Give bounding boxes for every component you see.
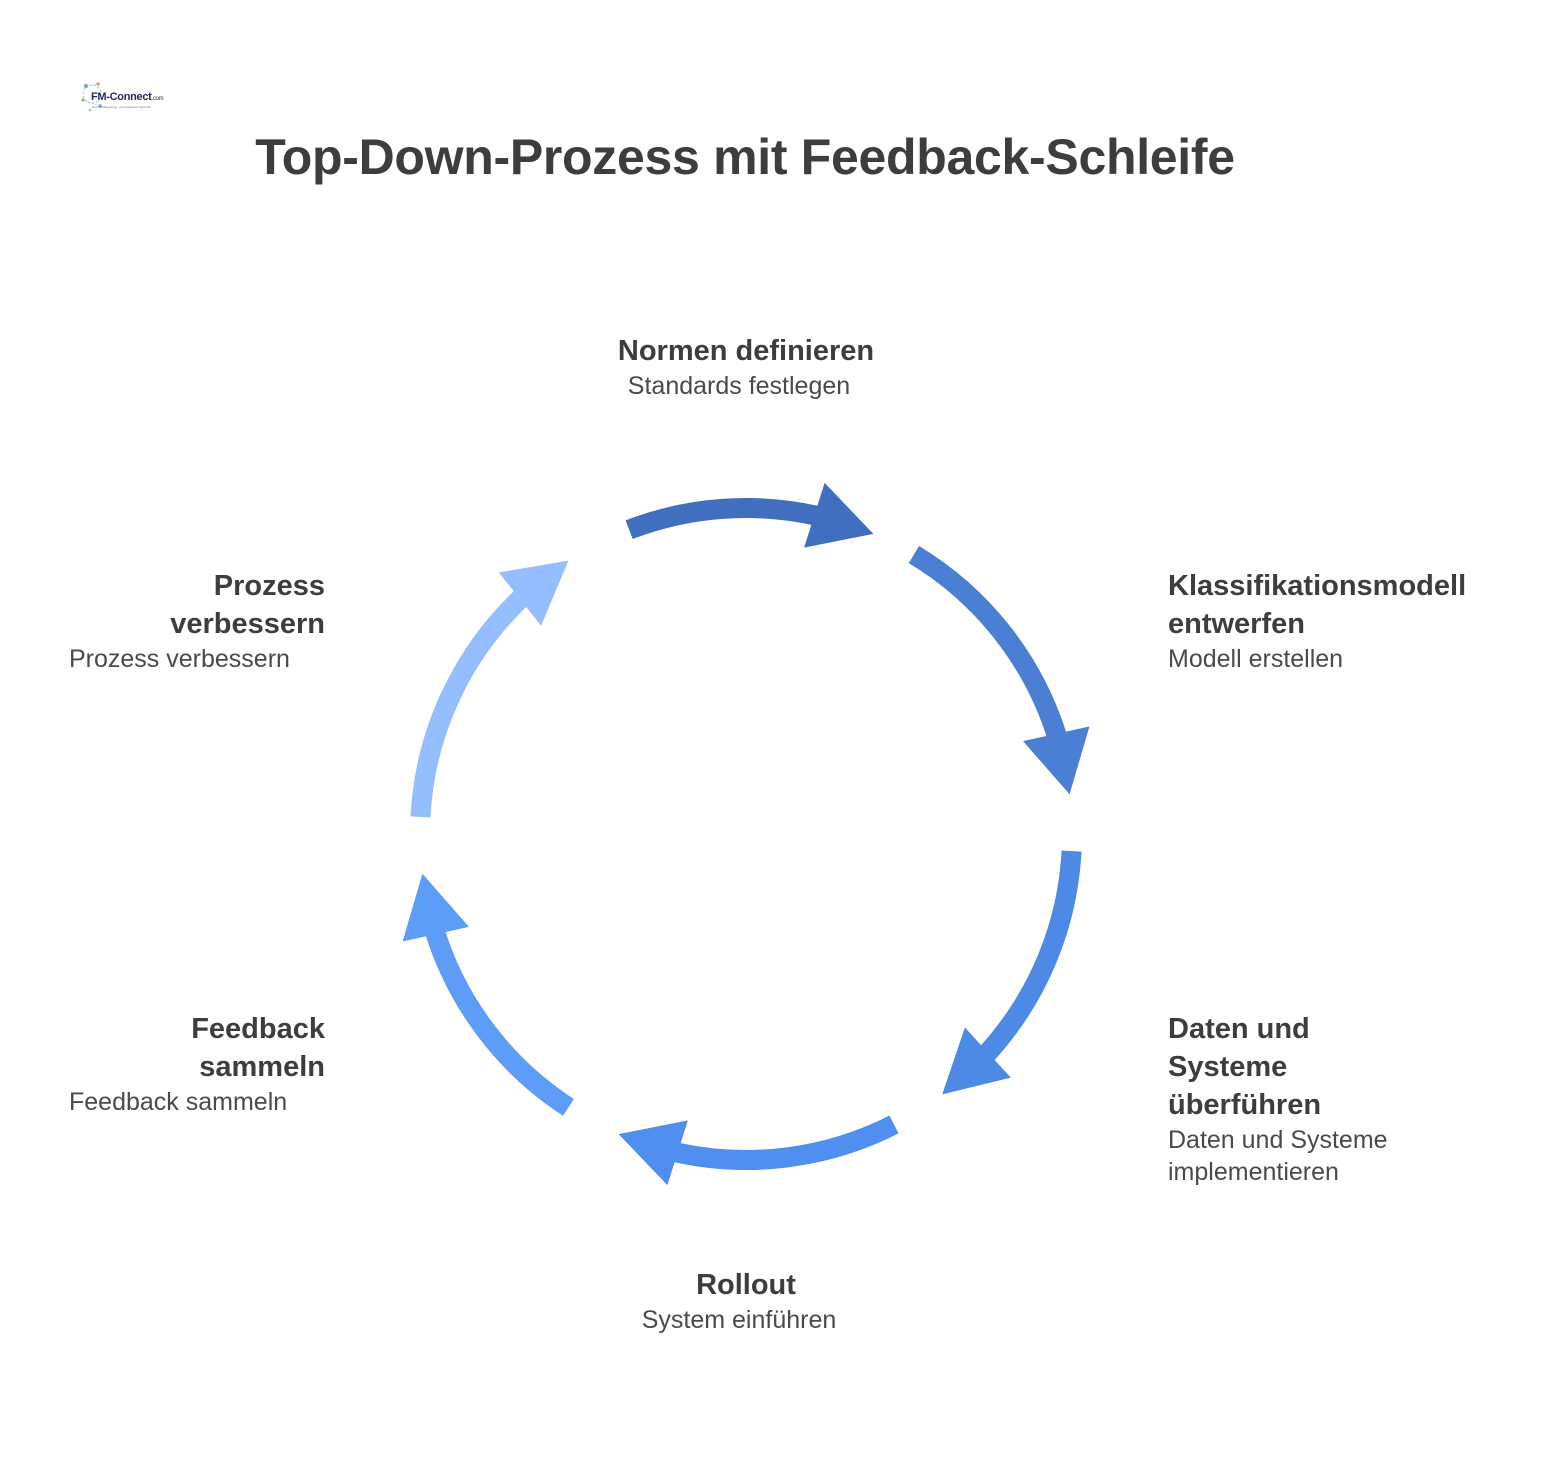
- fm-connect-logo: [81, 82, 102, 112]
- arrow-head-rollout: [618, 1120, 688, 1186]
- step-description: Standards festlegen: [627, 372, 851, 400]
- arrow-arc-feedback: [425, 928, 574, 1116]
- arrow-head-prozess: [498, 560, 569, 626]
- step-description: Prozess verbessern: [69, 645, 290, 673]
- arrow-arc-klassifikation: [908, 545, 1067, 740]
- logo-tagline: Das FM-Beratungs- und Ingenieur-Netzwerk: [92, 105, 151, 109]
- step-description: System einführen: [641, 1306, 837, 1334]
- step-label: Daten und Systeme überführen: [1168, 1013, 1322, 1121]
- arrow-head-normen: [804, 482, 874, 548]
- step-label: Rollout: [696, 1269, 796, 1301]
- step-description: Modell erstellen: [1168, 645, 1344, 673]
- page-title: Top-Down-Prozess mit Feedback-Schleife: [255, 129, 1235, 185]
- step-klassifikationsmodell-entwerfen: Klassifikationsmodell entwerfen Modell e…: [1168, 567, 1498, 675]
- step-feedback-sammeln: Feedback sammeln Feedback sammeln: [69, 1010, 325, 1118]
- step-description: Feedback sammeln: [69, 1088, 288, 1116]
- arrow-arc-prozess: [410, 589, 529, 818]
- arrow-head-feedback: [402, 873, 469, 942]
- step-label: Normen definieren: [617, 335, 875, 367]
- arrow-head-klassifikation: [1023, 726, 1090, 795]
- step-label: Prozess verbessern: [170, 570, 325, 640]
- step-prozess-verbessern: Prozess verbessern Prozess verbessern: [69, 567, 325, 675]
- arrow-arc-rollout: [672, 1115, 899, 1170]
- step-label: Feedback sammeln: [191, 1013, 325, 1083]
- step-label: Klassifikationsmodell entwerfen: [1168, 570, 1467, 640]
- arrow-head-daten: [942, 1027, 1011, 1095]
- step-normen-definieren: Normen definieren Standards festlegen: [546, 332, 946, 402]
- step-daten-und-systeme-ueberfuehren: Daten und Systeme überführen Daten und S…: [1168, 1010, 1428, 1188]
- arrow-arc-daten: [978, 850, 1082, 1062]
- logo-wordmark: FM-Connect.com: [91, 91, 164, 103]
- step-description: Daten und Systeme implementieren: [1168, 1126, 1388, 1186]
- step-rollout: Rollout System einführen: [546, 1266, 946, 1336]
- arrow-arc-normen: [625, 498, 820, 539]
